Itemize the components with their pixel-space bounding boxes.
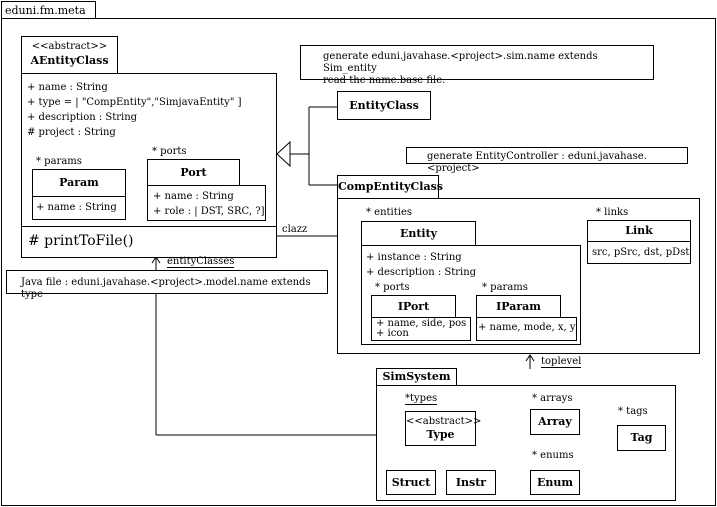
simsystem-tags-label: * tags — [618, 406, 648, 417]
aentity-attr-type: + type = | "CompEntity","SimjavaEntity" … — [27, 97, 242, 108]
comp-links-label: * links — [596, 207, 629, 218]
comp-tab[interactable]: CompEntityClass — [337, 175, 443, 199]
aentity-attr-description: + description : String — [27, 112, 138, 123]
entityclass-class[interactable]: EntityClass — [337, 91, 431, 120]
entity-tab[interactable]: Entity — [361, 221, 476, 246]
iport-attr-2: + icon — [376, 328, 409, 339]
label-clazz: clazz — [282, 224, 308, 235]
aentity-attr-name: + name : String — [27, 82, 108, 93]
simsystem-tab[interactable]: SimSystem — [376, 368, 457, 386]
link-attr: src, pSrc, dst, pDst — [592, 247, 690, 258]
note-generate-sim[interactable]: generate eduni.javahase.<project>.sim.na… — [300, 45, 654, 86]
iport-body — [371, 317, 471, 341]
tag-class[interactable]: Tag — [617, 425, 666, 451]
note-line-2: read the name.base file. — [323, 75, 446, 86]
link-class[interactable]: Link — [587, 220, 691, 242]
aentity-params-label: * params — [36, 156, 82, 167]
enum-class[interactable]: Enum — [530, 470, 580, 495]
iparam-attr: + name, mode, x, y — [478, 322, 576, 333]
type-name: Type — [426, 428, 455, 441]
link-body — [587, 241, 691, 264]
aentity-tab[interactable]: <<abstract>> AEntityClass — [21, 36, 118, 74]
aentity-ports-label: * ports — [152, 146, 187, 157]
struct-class[interactable]: Struct — [386, 470, 436, 495]
iparam-body — [476, 317, 577, 341]
param-attr: + name : String — [36, 202, 117, 213]
entity-ports-label: * ports — [375, 282, 410, 293]
label-toplevel: toplevel — [541, 356, 582, 368]
param-class[interactable]: Param — [32, 169, 126, 197]
iport-attr-1: + name, side, pos — [376, 318, 467, 329]
type-class[interactable]: <<abstract>> Type — [405, 411, 482, 446]
label-entityclasses: entityClasses — [167, 256, 235, 268]
simsystem-enums-label: * enums — [532, 450, 574, 461]
simsystem-types-label: *types — [405, 393, 438, 405]
iport-class[interactable]: IPort — [371, 295, 456, 318]
comp-entities-label: * entities — [366, 207, 413, 218]
aentity-attr-project: # project : String — [27, 127, 116, 138]
port-body — [147, 185, 266, 221]
simsystem-arrays-label: * arrays — [532, 393, 573, 404]
param-body — [32, 196, 126, 220]
entity-params-label: * params — [482, 282, 528, 293]
aentity-method-divider — [21, 226, 277, 227]
entity-attr-description: + description : String — [366, 267, 477, 278]
iparam-class[interactable]: IParam — [476, 295, 561, 318]
aentity-method: # printToFile() — [28, 233, 134, 249]
port-class[interactable]: Port — [147, 159, 240, 186]
port-attr-name: + name : String — [153, 191, 234, 202]
note-javafile[interactable]: Java file : eduni.javahase.<project>.mod… — [6, 270, 328, 300]
aentity-stereotype: <<abstract>> — [31, 41, 108, 52]
aentity-name: AEntityClass — [30, 54, 109, 67]
type-stereotype: <<abstract>> — [406, 416, 482, 427]
port-attr-role: + role : | DST, SRC, ?] — [153, 206, 265, 217]
instr-class[interactable]: Instr — [446, 470, 496, 495]
note-line-1: generate eduni.javahase.<project>.sim.na… — [323, 51, 598, 74]
array-class[interactable]: Array — [530, 409, 580, 435]
entity-attr-instance: + instance : String — [366, 252, 462, 263]
note-controller[interactable]: generate EntityController : eduni.javaha… — [406, 147, 688, 174]
